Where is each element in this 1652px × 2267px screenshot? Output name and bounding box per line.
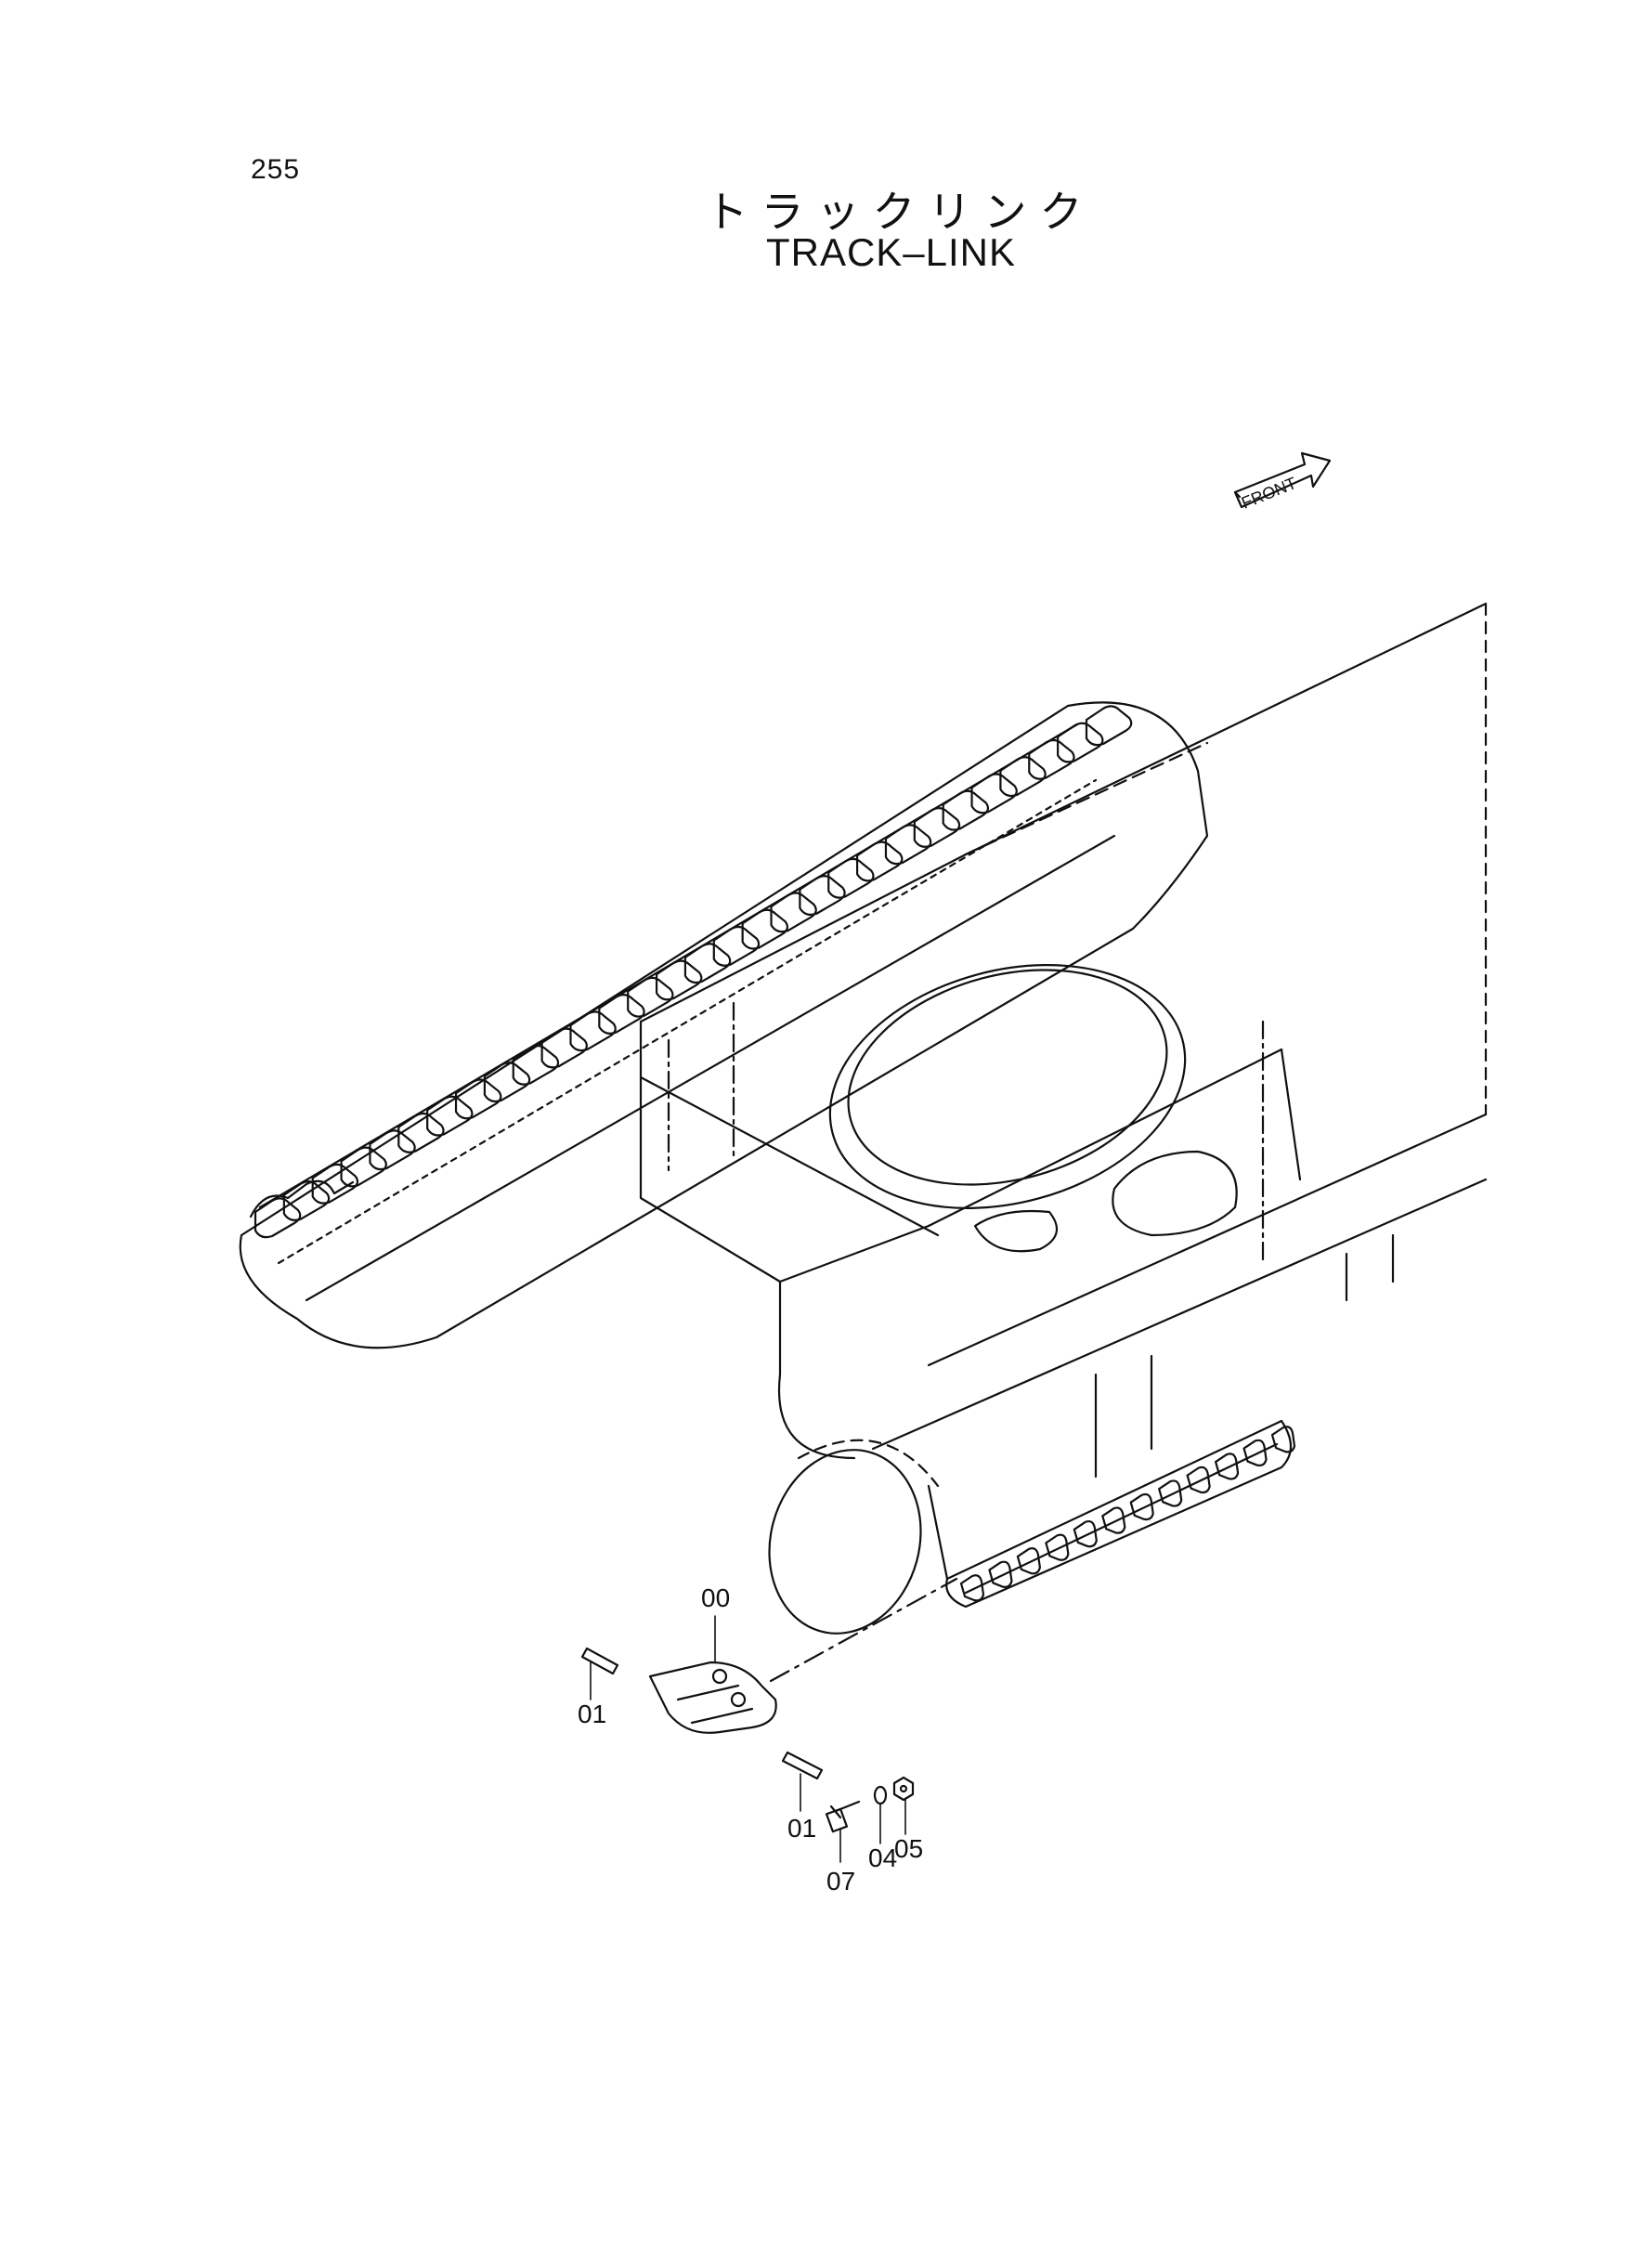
track-shoe [369,1129,416,1171]
track-shoe [999,756,1047,798]
track-shoe [770,892,817,933]
track-shoe [959,1574,985,1602]
track-shoe [340,1146,387,1188]
track-shoe [856,840,904,882]
track-shoe [1016,1547,1042,1575]
track-shoe [942,789,990,831]
track-link-assembly [648,1661,777,1734]
track-pin [580,1647,619,1675]
left-track-chain [239,701,1209,1349]
track-shoe [1158,1479,1183,1507]
track-shoe [454,1078,502,1120]
track-shoe [627,976,674,1018]
washer-icon [873,1785,888,1805]
track-shoe [569,1010,617,1052]
callout-01-lower: 01 [787,1814,816,1843]
nut-icon [892,1776,915,1802]
track-shoe [1057,722,1104,763]
right-track-chain [945,1419,1293,1609]
track-shoe [655,959,703,1001]
callout-04: 04 [868,1844,897,1872]
track-shoe [1242,1439,1268,1467]
track-shoe [913,807,961,848]
track-shoe [683,943,732,984]
track-shoe [799,875,846,916]
track-shoe [254,1197,302,1239]
track-shoe [1186,1466,1211,1494]
track-shoe [1073,1519,1098,1548]
track-shoe [970,773,1018,814]
bolt-icon [825,1800,861,1833]
track-shoe [540,1027,588,1069]
track-shoe [1028,738,1075,780]
track-shoe [483,1062,531,1103]
undercarriage-frame [639,602,1488,1635]
callout-05: 05 [894,1834,923,1863]
track-shoe [397,1112,445,1153]
track-shoe [311,1163,359,1205]
track-shoe [1129,1492,1154,1521]
page-title-japanese: トラックリンク [705,187,1096,237]
track-shoe [512,1044,560,1086]
track-shoe [988,1560,1013,1588]
page-title: TRACK–LINK [765,230,1017,274]
track-shoes [254,705,1133,1239]
callout-00: 00 [701,1583,730,1612]
page-number: 255 [251,154,301,185]
callout-leaders [590,1615,906,1863]
leader-line [769,1577,958,1683]
track-shoe [1045,1533,1070,1561]
track-shoe [1270,1426,1296,1453]
callout-01-upper: 01 [578,1700,606,1728]
track-shoe [598,994,645,1035]
track-shoe [884,824,932,866]
track-shoe [712,925,761,967]
track-pin-2 [781,1751,824,1780]
lower-track-shoes [959,1426,1296,1602]
track-shoe [1214,1453,1240,1480]
callout-07: 07 [826,1867,855,1896]
track-shoe [426,1095,474,1137]
track-shoe [1085,705,1133,747]
track-shoe [282,1180,331,1221]
front-arrow-icon [1233,451,1332,509]
track-shoe [827,857,875,899]
track-shoe [741,908,788,950]
track-shoe [1101,1506,1126,1534]
